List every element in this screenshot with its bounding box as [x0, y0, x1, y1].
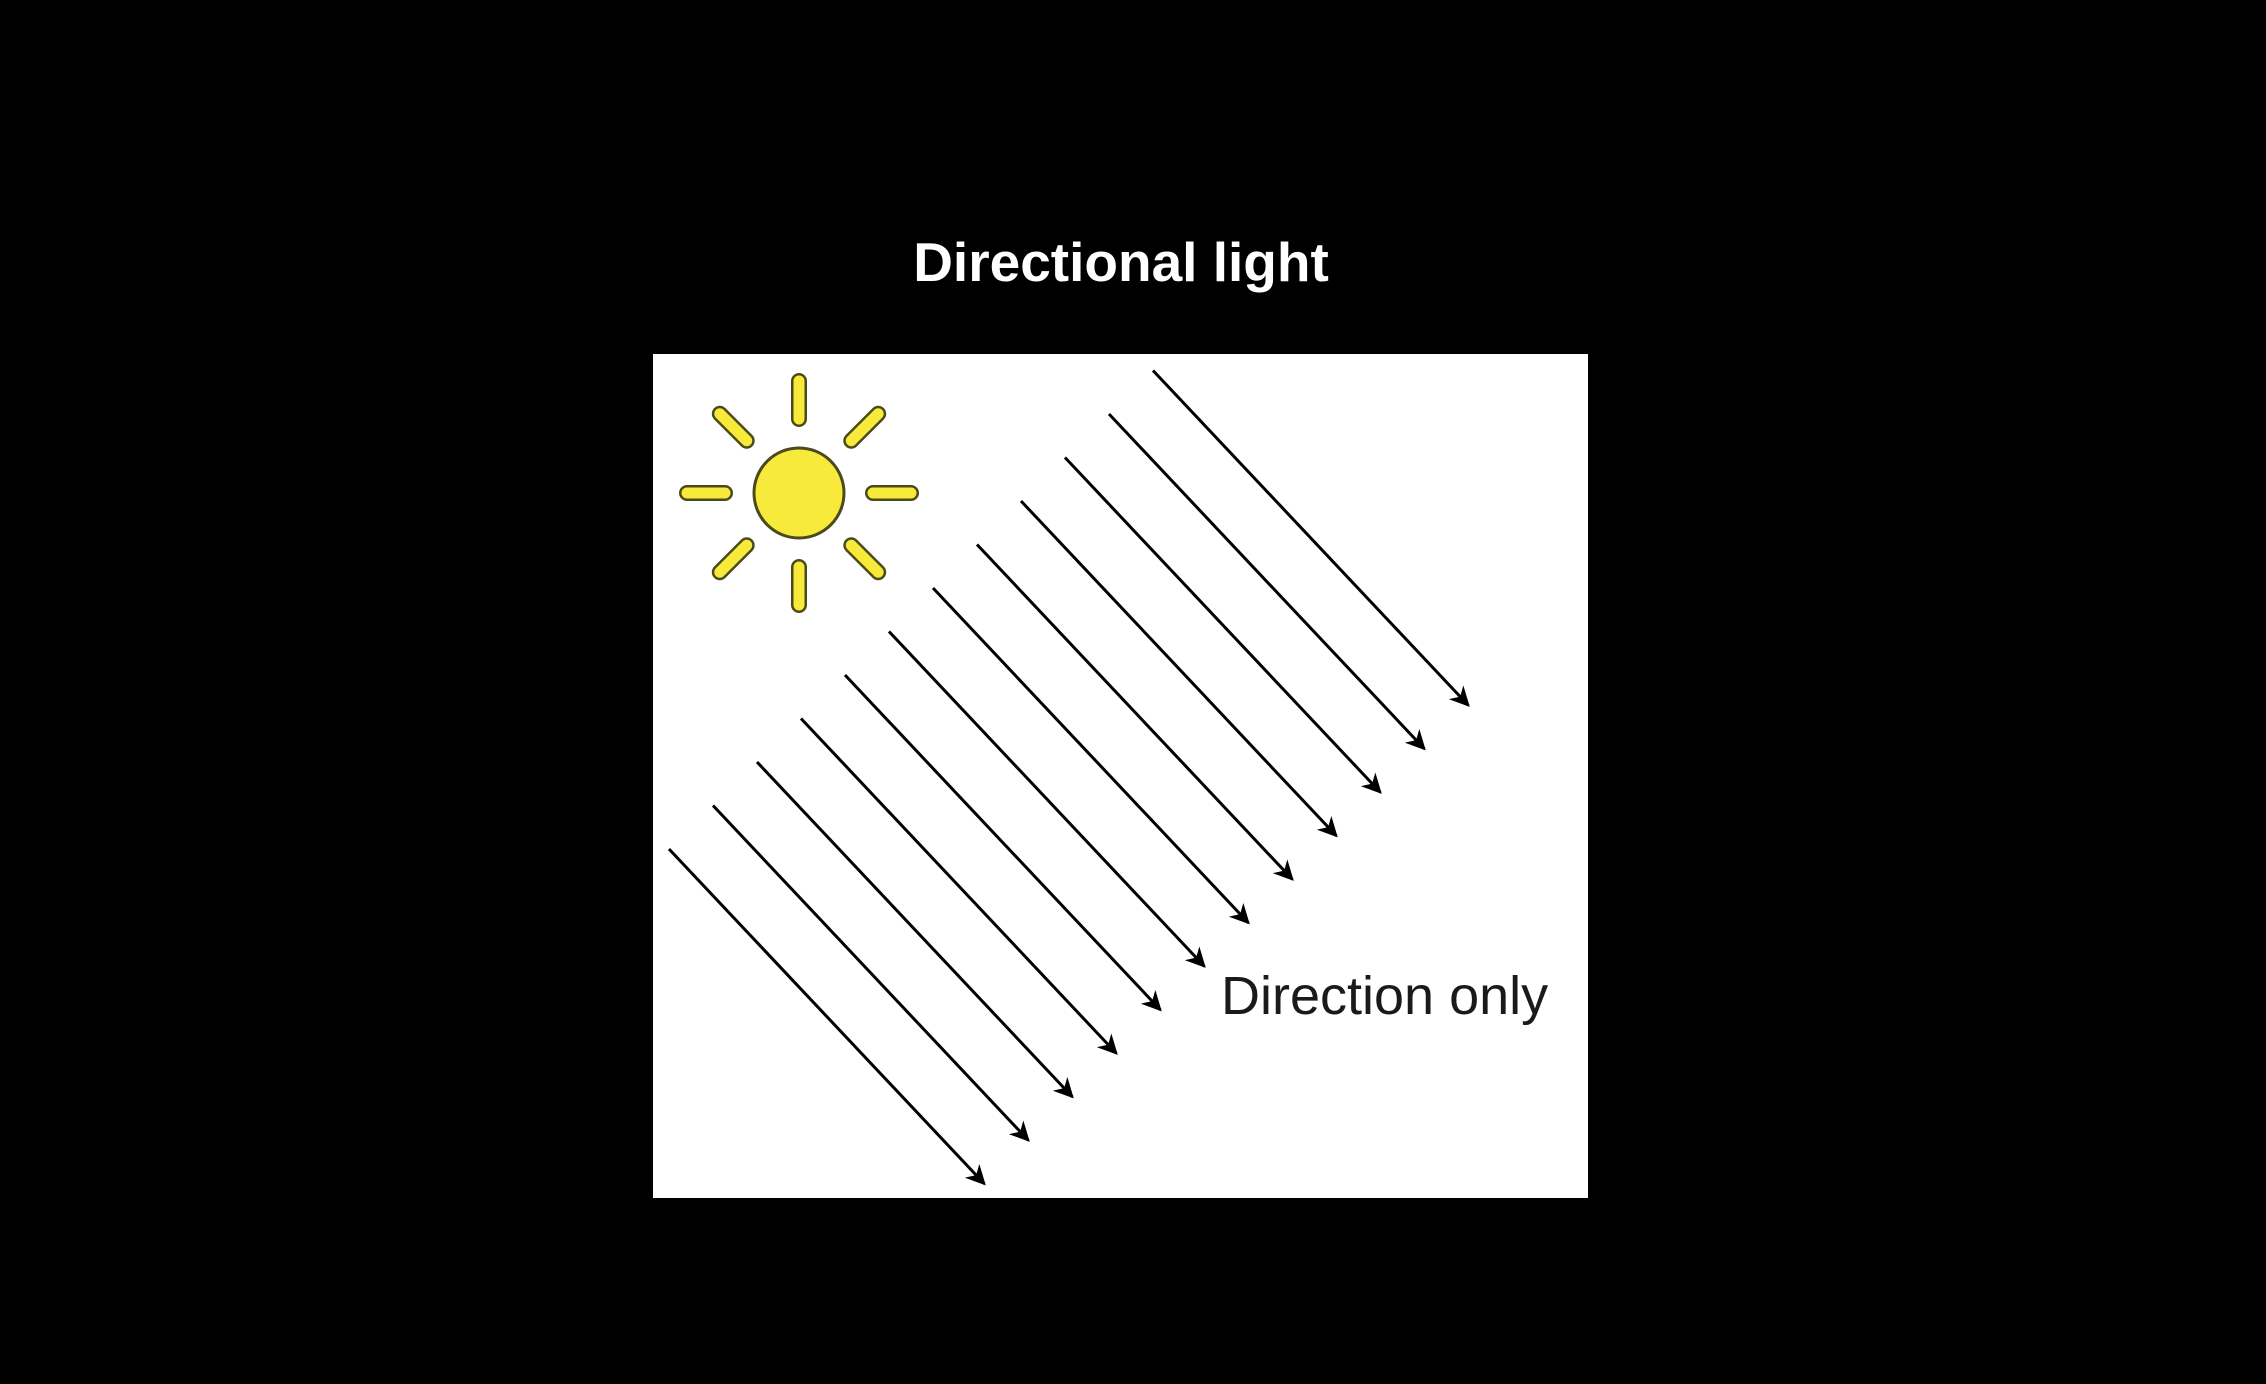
sun-beam [714, 408, 753, 447]
sun-core [752, 446, 846, 540]
light-ray-arrow [755, 760, 1074, 1099]
sun-beam [845, 539, 884, 578]
sun-beam [714, 539, 753, 578]
light-ray-arrow [887, 630, 1206, 968]
slide-title: Directional light [913, 231, 1329, 293]
light-ray-arrow [1151, 369, 1470, 707]
light-ray-arrow [711, 804, 1030, 1142]
light-ray-arrow [931, 586, 1250, 925]
light-ray-arrow [799, 717, 1118, 1055]
light-ray-arrow [1019, 499, 1338, 838]
light-ray-arrow [1107, 412, 1426, 751]
direction-caption: Direction only [1221, 966, 1548, 1026]
sun-beam [845, 408, 884, 447]
light-ray-arrow [975, 543, 1294, 881]
light-ray-arrow [667, 847, 986, 1186]
light-rays [667, 369, 1470, 1186]
light-ray-arrow [843, 673, 1162, 1012]
directional-light-diagram: Direction only [653, 354, 1588, 1198]
light-ray-arrow [1063, 456, 1382, 794]
sun-icon [679, 373, 919, 613]
